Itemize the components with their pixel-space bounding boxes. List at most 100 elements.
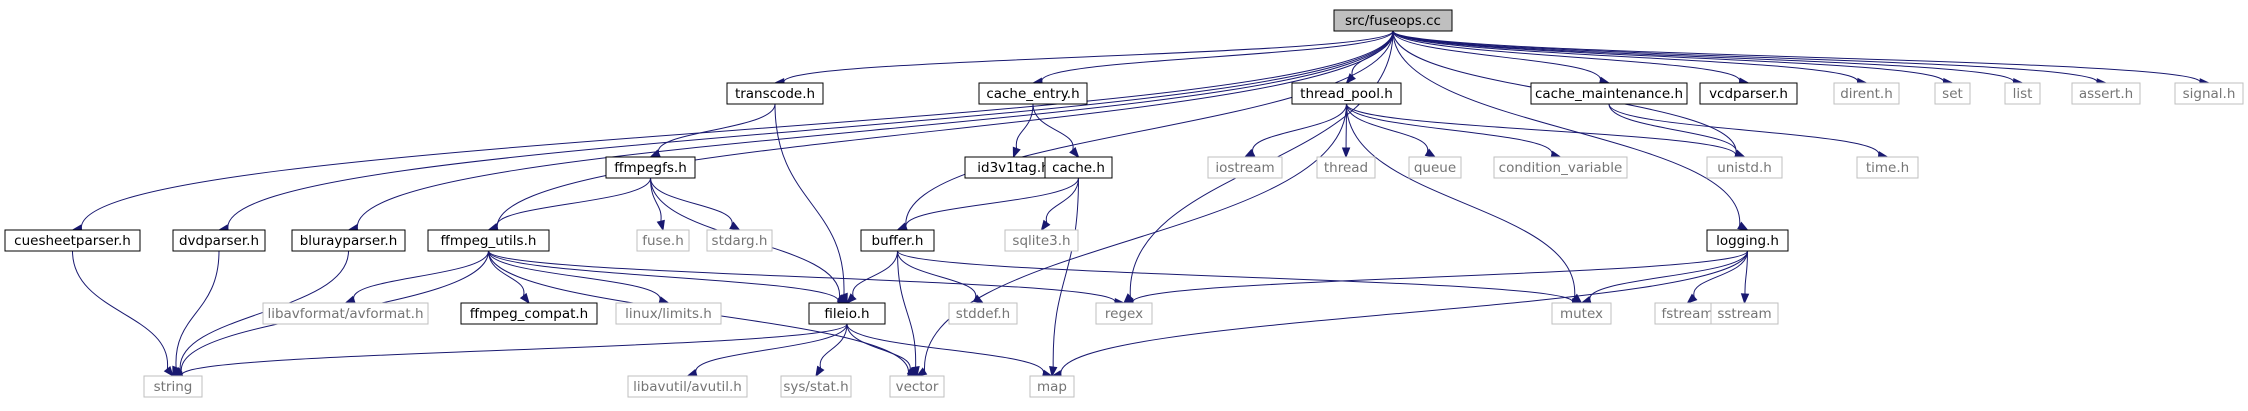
edge-fuseops-to-buffer — [905, 30, 1394, 227]
node-label: assert.h — [2079, 86, 2133, 102]
node-box — [1291, 82, 1402, 105]
edge-thread_pool-to-unistd — [1346, 103, 1737, 157]
node-box — [605, 156, 696, 179]
edge-logging-to-mutex — [1589, 250, 1748, 301]
arrowhead-fuseops-to-logging — [1737, 221, 1749, 231]
node-transcode[interactable]: transcode.h — [726, 82, 824, 105]
edge-cache-to-map — [1052, 177, 1079, 368]
node-label: condition_variable — [1499, 160, 1623, 176]
node-bluray[interactable]: blurayparser.h — [291, 229, 406, 252]
node-box — [2004, 82, 2041, 105]
node-box — [1710, 302, 1779, 325]
node-label: vcdparser.h — [1709, 86, 1788, 102]
node-box — [1095, 302, 1153, 325]
node-avformat: libavformat/avformat.h — [262, 302, 429, 325]
node-label: libavutil/avutil.h — [633, 379, 742, 395]
edge-fuseops-to-logging — [1392, 30, 1741, 226]
node-sstream: sstream — [1710, 302, 1779, 325]
node-cache-entry[interactable]: cache_entry.h — [978, 82, 1088, 105]
node-cache[interactable]: cache.h — [1044, 156, 1113, 179]
arrowhead-thread_pool-to-iostream — [1243, 148, 1256, 158]
edge-fuseops-to-bluray — [356, 30, 1394, 229]
node-label: blurayparser.h — [300, 233, 398, 249]
node-cache-maintenance[interactable]: cache_maintenance.h — [1530, 82, 1688, 105]
edge-fuseops-to-ffmpeg_utils — [496, 30, 1394, 229]
node-box — [1706, 229, 1789, 252]
edge-thread_pool-to-iostream — [1252, 103, 1347, 154]
node-box — [2071, 82, 2141, 105]
node-condition-variable: condition_variable — [1493, 156, 1628, 179]
node-box — [627, 375, 748, 398]
node-dvdparser[interactable]: dvdparser.h — [172, 229, 266, 252]
node-stdarg: stdarg.h — [706, 229, 773, 252]
node-label: cuesheetparser.h — [14, 233, 131, 249]
edge-cache_maintenance-to-unistd — [1608, 103, 1737, 154]
node-label: list — [2013, 86, 2033, 102]
node-box — [1493, 156, 1628, 179]
node-box — [1408, 156, 1462, 179]
node-box — [860, 229, 935, 252]
node-label: stdarg.h — [712, 233, 768, 249]
arrowhead-cache_entry-to-cache — [1069, 147, 1080, 159]
node-logging[interactable]: logging.h — [1706, 229, 1789, 252]
node-ffmpeg-compat[interactable]: ffmpeg_compat.h — [460, 302, 598, 325]
arrowhead-cuesheetparser-to-string — [163, 365, 174, 378]
node-label: time.h — [1866, 160, 1909, 176]
edge-fileio-to-sysstat — [819, 323, 848, 369]
node-label: buffer.h — [872, 233, 924, 249]
node-fstream: fstream — [1654, 302, 1721, 325]
arrowhead-thread_pool-to-queue — [1424, 148, 1437, 158]
node-fileio[interactable]: fileio.h — [808, 302, 886, 325]
node-box — [1333, 9, 1453, 32]
arrowhead-buffer-to-fileio — [846, 293, 857, 304]
node-label: mutex — [1560, 306, 1603, 322]
node-label: libavformat/avformat.h — [267, 306, 423, 322]
node-ffmpegfs[interactable]: ffmpegfs.h — [605, 156, 696, 179]
arrowhead-ffmpegfs-to-fuse — [656, 219, 665, 232]
node-label: set — [1942, 86, 1963, 102]
arrowhead-thread_pool-to-vector — [915, 367, 928, 377]
edge-cache-to-sqlite3 — [1045, 177, 1079, 223]
node-label: linux/limits.h — [625, 306, 712, 322]
node-box — [4, 229, 141, 252]
node-label: thread_pool.h — [1300, 86, 1393, 102]
node-label: fileio.h — [824, 306, 869, 322]
node-sysstat: sys/stat.h — [780, 375, 852, 398]
node-ffmpeg-utils[interactable]: ffmpeg_utils.h — [427, 229, 550, 252]
node-label: id3v1tag.h — [977, 160, 1049, 176]
node-unistd: unistd.h — [1706, 156, 1783, 179]
node-fuseops[interactable]: src/fuseops.cc — [1333, 9, 1453, 32]
node-box — [1551, 302, 1612, 325]
node-thread: thread — [1316, 156, 1376, 179]
edge-cuesheetparser-to-string — [72, 250, 168, 370]
node-cuesheetparser[interactable]: cuesheetparser.h — [4, 229, 141, 252]
node-label: unistd.h — [1717, 160, 1772, 176]
node-box — [948, 302, 1018, 325]
node-vcdparser[interactable]: vcdparser.h — [1699, 82, 1798, 105]
node-box — [2174, 82, 2244, 105]
edge-fuseops-to-cache_maintenance — [1392, 30, 1601, 82]
node-set: set — [1934, 82, 1971, 105]
node-box — [1856, 156, 1919, 179]
edge-fuseops-to-transcode — [783, 30, 1394, 83]
node-box — [726, 82, 824, 105]
node-list: list — [2004, 82, 2041, 105]
node-buffer[interactable]: buffer.h — [860, 229, 935, 252]
node-label: thread — [1324, 160, 1368, 176]
edge-cache_entry-to-cache — [1032, 103, 1074, 151]
arrowhead-buffer-to-stddef — [972, 294, 985, 304]
edge-ffmpegfs-to-stdarg — [650, 177, 733, 226]
edge-fuseops-to-dirent — [1392, 30, 1859, 83]
edge-logging-to-map — [1060, 250, 1748, 375]
edge-fuseops-to-cache_entry — [1041, 30, 1394, 83]
node-thread-pool[interactable]: thread_pool.h — [1291, 82, 1402, 105]
node-box — [427, 229, 550, 252]
edge-buffer-to-mutex — [897, 250, 1574, 303]
arrowhead-ffmpeg_utils-to-ffmpeg_compat — [519, 292, 530, 305]
edge-logging-to-fstream — [1693, 250, 1748, 298]
edge-thread_pool-to-condition_variable — [1346, 103, 1553, 156]
node-queue: queue — [1408, 156, 1462, 179]
edge-dvdparser-to-string — [175, 250, 220, 368]
